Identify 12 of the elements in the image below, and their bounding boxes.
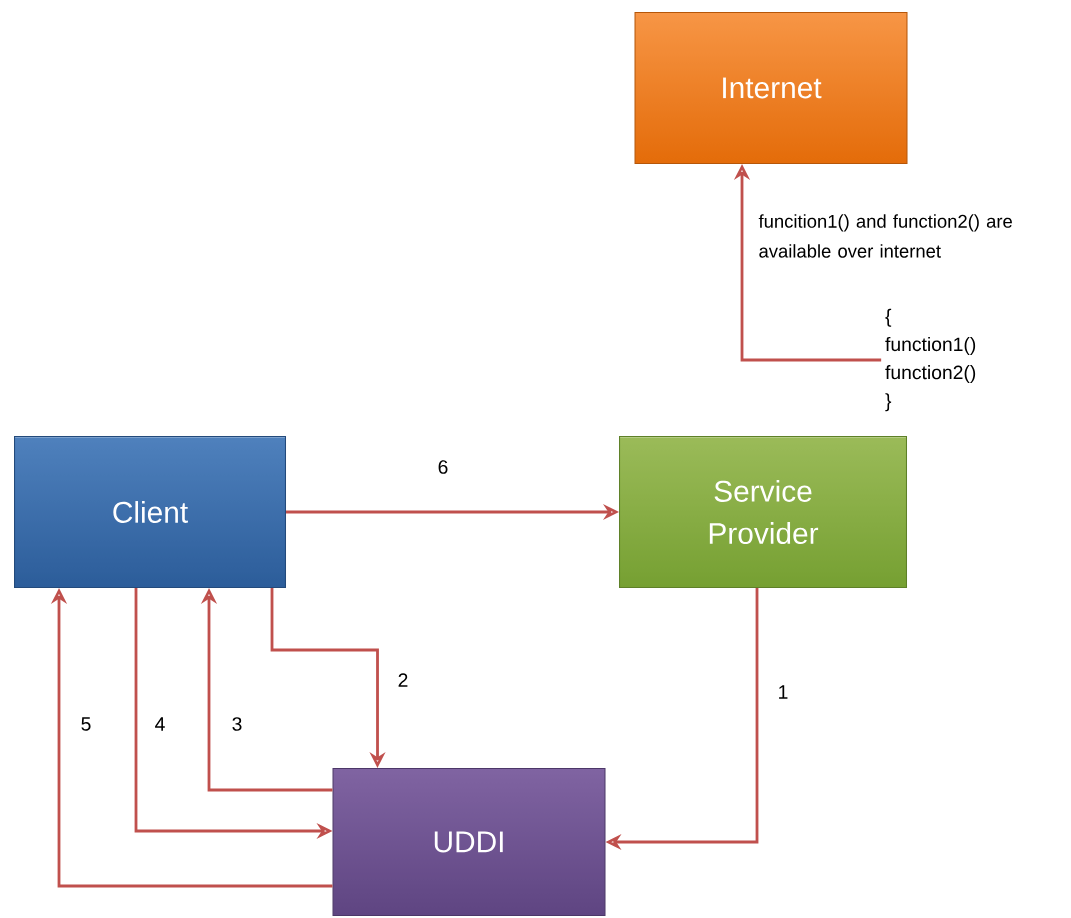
process-box: Internet (634, 12, 908, 164)
code-text: { function1() function2() } (885, 308, 976, 412)
process-box: Client (14, 436, 286, 588)
annotation-text: funcition1() and function2() are available over internet (758, 214, 1012, 258)
process-box: Service Provider (619, 436, 907, 588)
edge-label: 2 (395, 671, 411, 689)
edge-label: 3 (229, 715, 245, 733)
edge-label: 5 (78, 715, 94, 733)
edge-label: 1 (775, 683, 791, 701)
edge-label: 4 (152, 715, 168, 733)
edge-label: 6 (435, 458, 451, 476)
process-box: UDDI (332, 768, 606, 916)
